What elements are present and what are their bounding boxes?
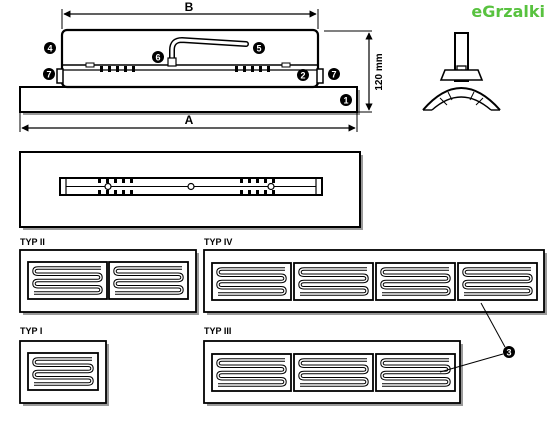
heater-pins [100,66,270,72]
heating-element [108,261,189,300]
svg-text:1: 1 [343,96,348,106]
svg-text:7: 7 [46,70,51,80]
dimension-height-label: 120 mm [374,53,385,90]
callout-2: 2 [297,69,309,81]
svg-text:3: 3 [506,348,511,358]
typ-iv-label: TYP IV [204,237,232,247]
heater-housing [60,28,320,89]
end-bracket-left [56,68,64,84]
dimension-b-label: B [185,0,194,14]
callout-3: 3 [439,302,515,373]
callout-1: 1 [340,94,352,106]
end-bracket-right [316,68,324,84]
heating-element [375,353,456,392]
callout-4: 4 [44,42,56,54]
base-plate [19,86,358,113]
heater-type-panels: TYP II TYP IV TYP I TYP III [19,237,547,406]
callout-7-right: 7 [328,68,340,80]
heating-element [293,262,374,301]
typ-ii-panel [19,249,199,315]
dimension-a: A [19,113,358,132]
typ-i-label: TYP I [20,326,42,336]
dimension-a-label: A [185,113,194,127]
heating-element [457,262,538,301]
watermark-logo: eGrzalki [471,2,545,21]
typ-iv-panel [203,249,547,315]
typ-ii-label: TYP II [20,237,45,247]
top-view [19,151,363,230]
heating-element [211,262,292,301]
callout-markers: 1 2 4 5 6 7 7 [43,42,352,106]
svg-text:5: 5 [256,44,261,54]
svg-text:6: 6 [155,53,160,63]
heating-element [211,353,292,392]
svg-text:2: 2 [300,71,305,81]
dimension-height: 120 mm [324,30,385,113]
callout-7-left: 7 [43,68,55,80]
typ-i-panel [19,340,109,406]
dimension-b: B [61,0,319,29]
side-view [19,28,360,115]
heating-element [293,353,374,392]
heating-element [375,262,456,301]
callout-6: 6 [152,51,164,63]
typ-iii-label: TYP III [204,326,231,336]
heating-element [27,352,99,391]
heating-element [27,261,108,300]
svg-text:7: 7 [331,70,336,80]
typ-iii-panel [203,340,463,406]
end-view [422,32,501,111]
svg-text:4: 4 [47,44,52,54]
callout-5: 5 [253,42,265,54]
